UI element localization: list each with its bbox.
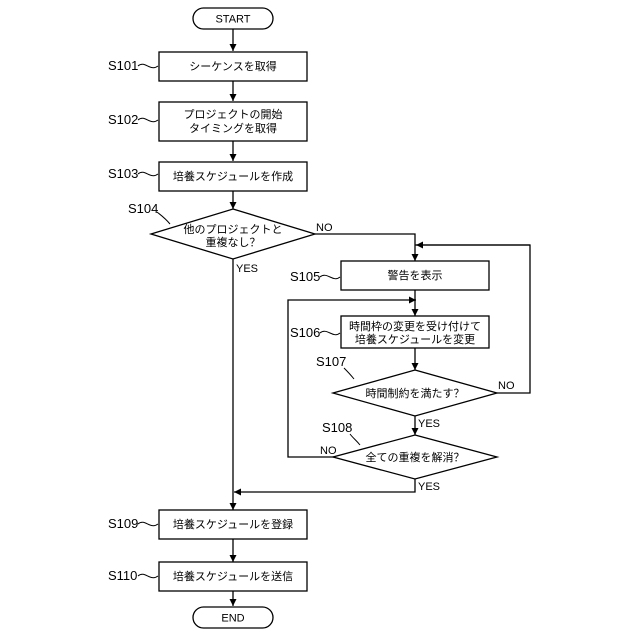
connector-s108-yes-main <box>234 479 415 492</box>
step-id-s108: S108 <box>322 420 352 435</box>
decision-s104: S104 他のプロジェクトと 重複なし？ NO YES <box>128 201 333 275</box>
s105-text: 警告を表示 <box>388 268 443 282</box>
s106-text-line1: 時間枠の変更を受け付けて <box>349 319 481 333</box>
end-label: END <box>221 613 244 625</box>
s104-text-line1: 他のプロジェクトと <box>184 223 283 236</box>
leader-s109 <box>138 522 158 525</box>
s106-text-line2: 培養スケジュールを変更 <box>355 332 475 346</box>
s107-no-label: NO <box>498 380 515 392</box>
connector-s104-no-s105 <box>315 234 415 261</box>
s103-text: 培養スケジュールを作成 <box>173 169 293 183</box>
leader-s104 <box>157 212 170 224</box>
step-s105: S105 警告を表示 <box>290 261 489 290</box>
step-id-s106: S106 <box>290 325 320 340</box>
step-id-s109: S109 <box>108 516 138 531</box>
step-id-s105: S105 <box>290 269 320 284</box>
s102-text-line1: プロジェクトの開始 <box>184 107 283 121</box>
step-id-s110: S110 <box>108 568 137 583</box>
leader-s106 <box>320 331 340 334</box>
leader-s108 <box>350 434 360 445</box>
step-s101: S101 シーケンスを取得 <box>108 52 307 81</box>
s102-text-line2: タイミングを取得 <box>189 121 277 135</box>
leader-s103 <box>138 172 158 175</box>
end-terminal: END <box>193 607 273 628</box>
s108-no-label: NO <box>320 445 337 457</box>
step-id-s107: S107 <box>316 354 346 369</box>
start-label: START <box>215 14 250 26</box>
s108-text: 全ての重複を解消？ <box>366 450 465 464</box>
leader-s102 <box>138 118 158 121</box>
step-s102: S102 プロジェクトの開始 タイミングを取得 <box>108 102 307 141</box>
start-terminal: START <box>193 8 273 29</box>
step-id-s103: S103 <box>108 166 138 181</box>
s107-yes-label: YES <box>418 418 440 430</box>
step-s106: S106 時間枠の変更を受け付けて 培養スケジュールを変更 <box>290 316 489 348</box>
leader-s101 <box>138 64 158 67</box>
leader-s107 <box>344 368 354 379</box>
s107-text: 時間制約を満たす？ <box>366 386 465 400</box>
step-s109: S109 培養スケジュールを登録 <box>108 510 307 539</box>
leader-s110 <box>138 574 158 577</box>
decision-s108: S108 全ての重複を解消？ NO YES <box>320 420 497 493</box>
leader-s105 <box>320 275 340 278</box>
step-s103: S103 培養スケジュールを作成 <box>108 162 307 191</box>
s104-text-line2: 重複なし？ <box>206 235 261 249</box>
step-id-s101: S101 <box>108 58 138 73</box>
step-id-s102: S102 <box>108 112 138 127</box>
step-s110: S110 培養スケジュールを送信 <box>108 562 307 591</box>
step-id-s104: S104 <box>128 201 158 216</box>
s109-text: 培養スケジュールを登録 <box>173 517 293 531</box>
s104-yes-label: YES <box>236 263 258 275</box>
s101-text: シーケンスを取得 <box>189 60 276 73</box>
s104-no-label: NO <box>316 222 333 234</box>
s108-yes-label: YES <box>418 481 440 493</box>
s110-text: 培養スケジュールを送信 <box>173 569 293 583</box>
